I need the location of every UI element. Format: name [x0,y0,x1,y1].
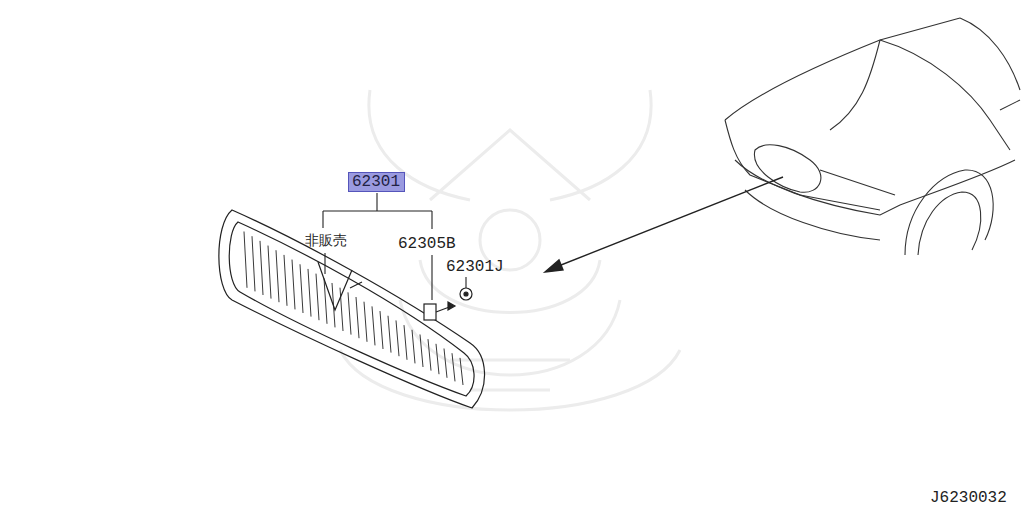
callout-number: 62305B [398,236,456,252]
watermark-emblem [340,90,680,410]
not-sold-note: 非販売 [305,233,347,247]
car-outline [725,18,1020,255]
grille-drawing [219,210,485,408]
pointer-arrow [545,177,783,272]
callout-number: 62301J [446,259,504,275]
figure-code: J6230032 [930,490,1007,506]
part-number: 62301 [352,174,401,190]
part-number-box: 62301 [348,172,405,192]
